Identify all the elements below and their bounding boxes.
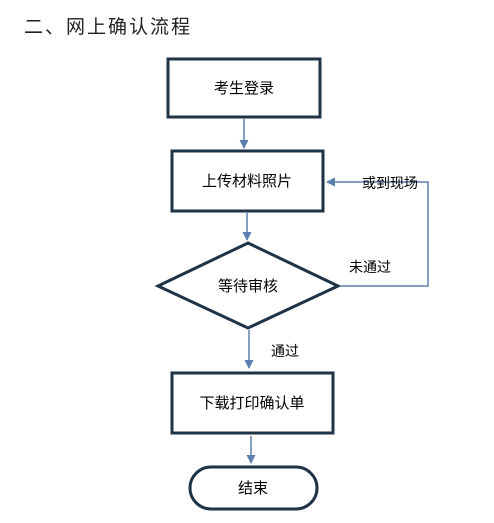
edge-label-onsite: 或到现场 [362, 176, 418, 192]
node-print-box [170, 371, 335, 435]
node-upload-box [170, 149, 325, 213]
page-title: 二、网上确认流程 [24, 16, 193, 38]
node-upload-label: 上传材料照片 [202, 172, 292, 190]
node-login-label: 考生登录 [214, 79, 274, 97]
node-end-label: 结束 [238, 479, 268, 497]
node-review-diamond [154, 241, 342, 330]
node-end-terminator [188, 465, 319, 511]
edge-label-passed: 通过 [271, 344, 299, 360]
node-print-label: 下载打印确认单 [199, 394, 304, 412]
node-login-box [166, 57, 322, 119]
edge-label-not-passed: 未通过 [349, 260, 391, 276]
arrow-review-back-to-upload [326, 177, 429, 287]
node-review-label: 等待审核 [218, 277, 278, 295]
